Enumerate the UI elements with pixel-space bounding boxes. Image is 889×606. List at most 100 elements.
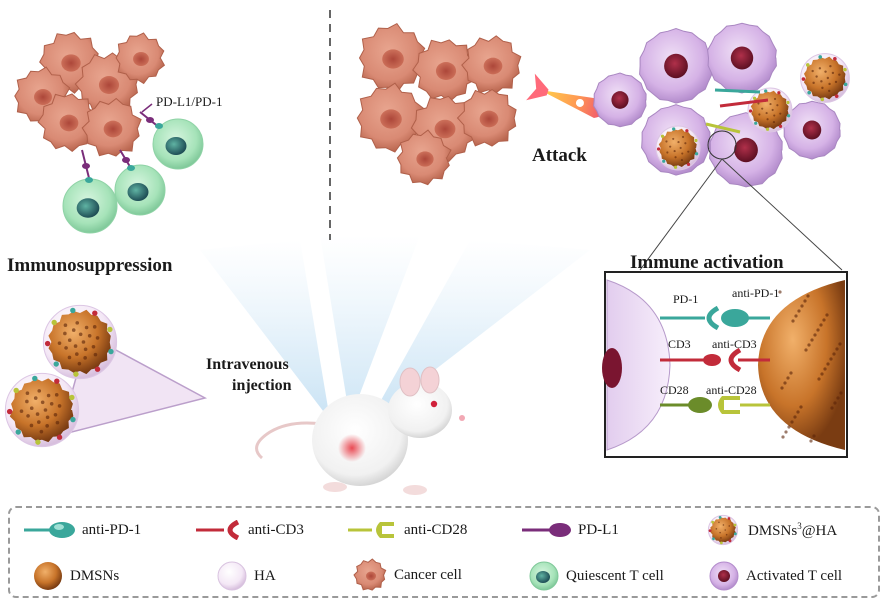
zoom-pore-30 [796,410,800,414]
cluster-dmsns-ha-2-ligand-6 [672,127,676,131]
legend-label-activated-t-cell: Activated T cell [746,567,843,584]
legend-label-quiescent-t-cell: Quiescent T cell [566,567,664,584]
injection-label-line2: injection [232,377,292,394]
pd-1-knob-2 [127,165,135,171]
suppression-cancer-cell-3-nucleus [34,89,52,105]
cluster-dmsns-ha-3-ligand-4 [748,109,753,113]
legend-dmsns-ha-art-core [710,517,736,543]
zoom-dmsns-ha-1-pore-8 [91,345,96,349]
zoom-dmsns-ha-1-pore-2 [78,332,83,337]
zoom-dmsns-ha-1-pore-12 [63,331,67,336]
mouse-nose [459,415,465,421]
zoom-dmsns-ha-2-pore-16 [55,420,60,425]
cluster-dmsns-ha-2-pore-10 [681,135,685,139]
zoom-pd-1-cup [706,305,720,331]
legend-dmsns-ha-art-ligand-4 [708,529,712,533]
anti-cd28-icon [348,522,394,538]
zoom-dmsns-ha-2-ligand-5 [13,387,19,394]
zoom-pore-9 [833,401,837,405]
immunosuppression-title: Immunosuppression [7,255,173,276]
suppression-cancer-cell-4 [37,93,98,153]
rocket-window [575,98,584,107]
zoom-label-cd28: CD28 [660,383,689,397]
quiescent-t-cell-3 [62,178,118,234]
zoom-pore-32 [822,318,826,322]
zoom-dmsns-ha-2-pore-12 [25,399,29,404]
zoom-dmsns-ha-1-ligand-0 [108,348,114,355]
cluster-dmsns-ha-1-core [803,56,846,100]
attack-cancer-cell-4-nucleus [380,109,402,129]
attack-cancer-cell-6 [456,89,517,147]
zoom-pore-28 [832,352,836,356]
cluster-dmsns-ha-3-ligand-1 [778,124,783,128]
zoom-dmsns-ha-2-pore-13 [57,404,62,408]
legend-cancer-art-nucleus [365,571,377,581]
zoom-dmsns-ha-1-ligand-6 [70,307,76,314]
legend-dmsns-ha-art-pore-1 [719,531,721,534]
zoom-pore-12 [810,338,814,342]
activated-t-cell-2-nucleus [730,46,754,70]
pd-l1-knob-1 [146,117,154,123]
zoom-pore-2 [804,348,808,352]
cluster-dmsns-ha-2-pore-3 [681,152,684,155]
zoom-label-anti-cd28: anti-CD28 [706,383,757,397]
cluster-dmsns-ha-1-pore-3 [828,82,831,86]
zoom-dmsns-ha-2-ligand-4 [6,408,13,415]
zoom-pore-5 [781,435,785,439]
cluster-dmsns-ha-3-pore-8 [779,112,782,115]
zoom-pore-20 [790,420,794,424]
quiescent-t-cell-icon [529,561,559,591]
zoom-dmsns-ha-2-ligand-8 [69,394,75,401]
zoom-dmsns-ha-2-pore-1 [35,412,40,416]
cluster-dmsns-ha-2-pore-9 [666,151,669,154]
legend-item-quiescent-t-cell: Quiescent T cell [528,560,664,592]
legend-label-ha: HA [254,567,276,584]
suppression-cancer-cell-6 [115,32,166,85]
activated-t-cell-4-nucleus [734,137,758,163]
zoom-dmsns-ha-2-pore-18 [54,393,59,397]
legend-item-anti-pd-1: anti-PD-1 [22,516,141,544]
rocket-fins [526,73,549,101]
zoom-dmsns-ha-1-pore-1 [73,344,78,348]
zoom-pore-38 [838,342,842,346]
cluster-dmsns-ha-3-pore-6 [766,118,769,121]
activated-t-cell-1-nucleus [664,53,688,79]
zoom-pore-6 [794,314,798,318]
zoom-dmsns-ha-2-ligand-6 [32,375,38,382]
cluster-dmsns-ha-3-pore-12 [757,102,760,105]
zoom-dmsns-ha-2-ligand-1 [56,434,63,440]
zoom-dmsns-ha-1-pore-15 [75,321,80,325]
zoom-dmsns-ha-2-pore-10 [46,393,51,398]
zoom-pore-27 [819,323,823,327]
zoom-dmsns-ha-2-ligand-7 [54,378,60,384]
attack-cancer-cell-2-nucleus [435,62,457,80]
zoom-dmsns-ha-1-ligand-8 [107,326,113,333]
cluster-dmsns-ha-2-pore-2 [677,141,680,144]
cluster-dmsns-ha-3-ligand-2 [765,127,770,131]
mouse-eye [430,400,438,408]
cluster-dmsns-ha-2-ligand-5 [660,134,665,138]
activated-t-cell-6-nucleus [611,91,629,109]
zoom-pore-23 [829,357,833,361]
cluster-dmsns-ha-3-pore-2 [769,103,772,106]
attack-cancer-cell-7-nucleus [416,151,434,167]
anti-cd3-icon [196,520,240,540]
zoom-pore-16 [800,304,804,308]
zoom-dmsns-ha-2-ligand-3 [15,429,21,435]
cluster-link-1 [714,88,761,94]
injection-label-line1: Intravenous [206,356,289,373]
cluster-dmsns-ha-1-ligand-1 [834,94,839,98]
cluster-dmsns-ha-2-pore-6 [674,156,677,159]
zoom-dmsns-ha-2-pore-14 [29,423,34,428]
cluster-dmsns-ha-2-pore-8 [687,150,690,153]
zoom-dmsns-ha-1-pore-0 [81,340,86,344]
cluster-dmsns-ha-1-ligand-0 [843,82,848,87]
cluster-dmsns-ha-3 [747,87,793,133]
legend-item-dmsns: DMSNs [32,560,119,592]
cluster-dmsns-ha-3-pore-3 [773,114,776,117]
zoom-dmsns-ha-2-pore-2 [40,400,45,405]
zoom-line-right [721,158,843,271]
legend-dmsns-ha-art-ligand-0 [733,532,737,536]
zoom-pore-18 [826,362,830,366]
